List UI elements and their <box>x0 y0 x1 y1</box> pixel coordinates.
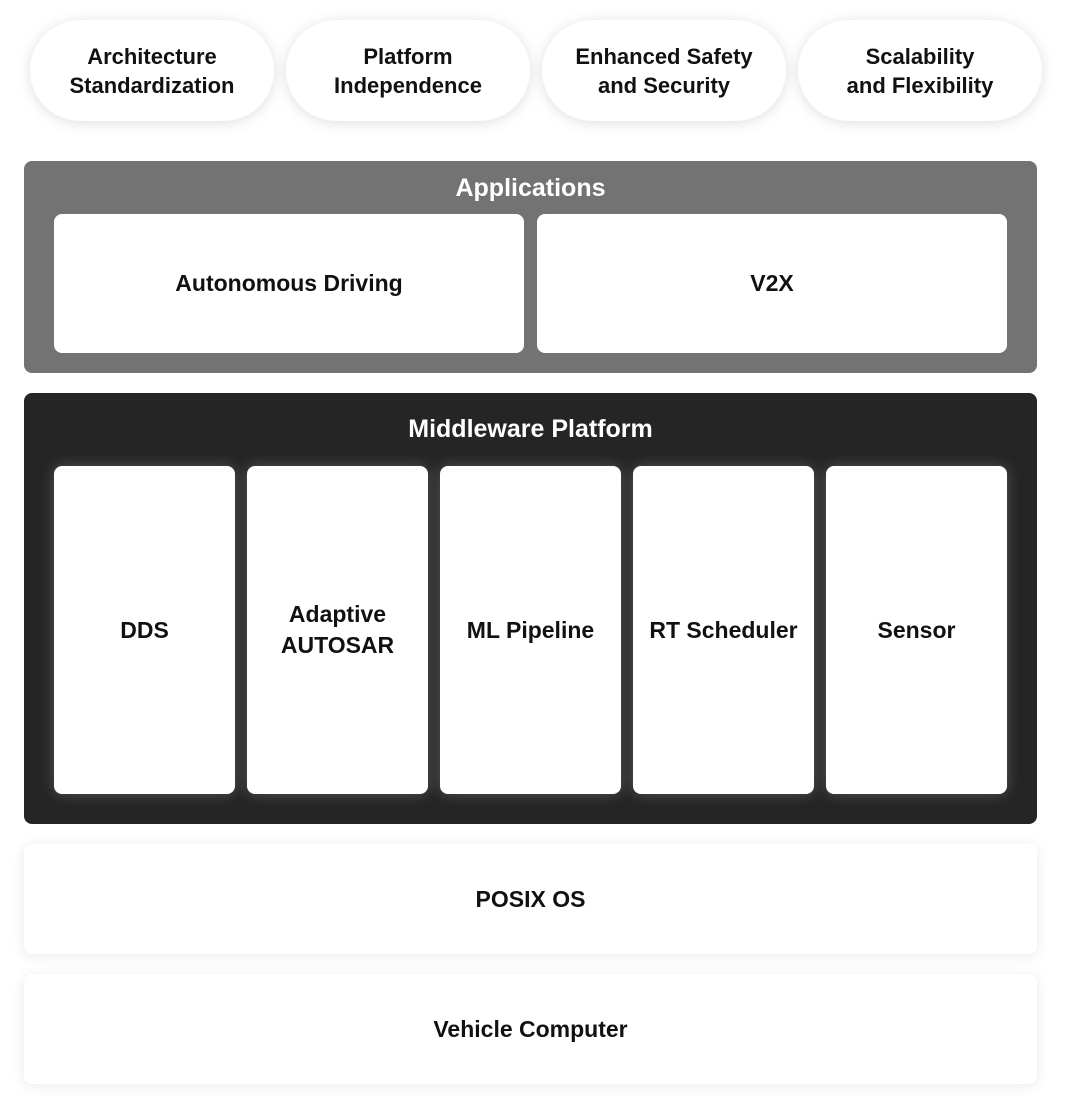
hardware-layer: Vehicle Computer <box>24 974 1037 1084</box>
middleware-card-dds: DDS <box>54 466 235 794</box>
benefit-pill-platform-independence: Platform Independence <box>286 20 530 121</box>
benefit-pill-architecture-standardization: Architecture Standardization <box>30 20 274 121</box>
applications-layer-title: Applications <box>455 174 606 202</box>
middleware-card-ml-pipeline: ML Pipeline <box>440 466 621 794</box>
middleware-card-adaptive-autosar: Adaptive AUTOSAR <box>247 466 428 794</box>
benefit-pill-scalability-flexibility: Scalability and Flexibility <box>798 20 1042 121</box>
os-layer: POSIX OS <box>24 844 1037 954</box>
benefit-pill-enhanced-safety-security: Enhanced Safety and Security <box>542 20 786 121</box>
middleware-card-sensor: Sensor <box>826 466 1007 794</box>
app-card-autonomous-driving: Autonomous Driving <box>54 214 524 353</box>
app-card-v2x: V2X <box>537 214 1007 353</box>
middleware-card-rt-scheduler: RT Scheduler <box>633 466 814 794</box>
middleware-layer: Middleware Platform DDS Adaptive AUTOSAR… <box>24 393 1037 824</box>
middleware-layer-title: Middleware Platform <box>408 415 653 443</box>
applications-layer: Applications Autonomous Driving V2X <box>24 161 1037 373</box>
